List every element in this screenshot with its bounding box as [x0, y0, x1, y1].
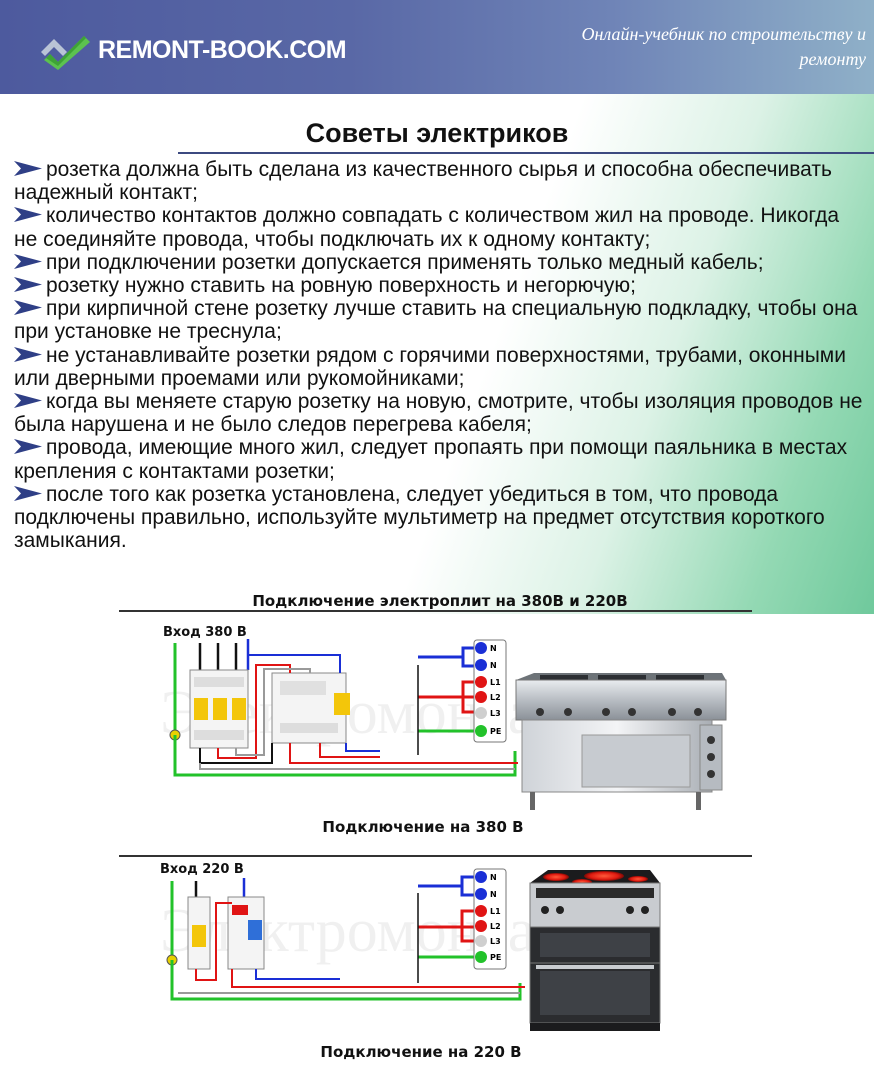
- breaker-1pole: [187, 896, 211, 970]
- tip-item: провода, имеющие много жил, следует проп…: [14, 436, 866, 483]
- terminal-220-l3: L3: [490, 937, 501, 946]
- terminal-380-pe: PE: [490, 727, 501, 736]
- tip-text: розетка должна быть сделана из качествен…: [14, 158, 832, 205]
- tip-item: при кирпичной стене розетку лучше ставит…: [14, 297, 866, 343]
- tips-list: розетка должна быть сделана из качествен…: [14, 158, 866, 552]
- arrow-bullet-icon: [14, 206, 42, 223]
- tip-item: после того как розетка установлена, след…: [14, 483, 866, 553]
- tip-item: розетка должна быть сделана из качествен…: [14, 158, 866, 204]
- electric-cooker-220: [529, 870, 661, 1031]
- terminal-380-n2: N: [490, 661, 497, 670]
- site-logo[interactable]: REMONT-BOOK.COM: [38, 30, 347, 70]
- arrow-bullet-icon: [14, 299, 42, 316]
- arrow-bullet-icon: [14, 438, 42, 455]
- section-220v: Вход 220 В N N L1: [160, 862, 661, 1061]
- terminal-block-380: N N L1 L2 L3 PE: [417, 639, 507, 755]
- terminal-380-l3: L3: [490, 709, 501, 718]
- breaker-3pole: [189, 669, 249, 749]
- tip-text: при кирпичной стене розетку лучше ставит…: [14, 297, 858, 344]
- tip-text: после того как розетка установлена, след…: [14, 482, 825, 553]
- tip-text: при подключении розетки допускается прим…: [46, 250, 764, 274]
- arrow-bullet-icon: [14, 392, 42, 409]
- terminal-380-l1: L1: [490, 678, 501, 687]
- site-tagline: Онлайн-учебник по строительству и ремонт…: [486, 22, 866, 72]
- diagram-title: Подключение электроплит на 380В и 220В: [252, 592, 627, 610]
- header-banner: [0, 0, 874, 94]
- wiring-diagram: Подключение электроплит на 380В и 220В Э…: [119, 592, 752, 1061]
- tip-text: провода, имеющие много жил, следует проп…: [14, 436, 848, 483]
- tip-text: количество контактов должно совпадать с …: [14, 204, 840, 251]
- tip-text: не устанавливайте розетки рядом с горячи…: [14, 343, 846, 390]
- tip-item: розетку нужно ставить на ровную поверхно…: [14, 274, 866, 297]
- page-title: Советы электриков: [305, 118, 569, 148]
- rcd-2pole: [227, 896, 265, 970]
- arrow-bullet-icon: [14, 485, 42, 502]
- arrow-bullet-icon: [14, 276, 42, 293]
- terminal-block-220: N N L1 L2 L3 PE: [417, 868, 507, 983]
- arrow-bullet-icon: [14, 346, 42, 363]
- tagline-line-1: Онлайн-учебник по строительству и: [581, 24, 866, 44]
- logo-check-icon: [41, 36, 90, 70]
- tip-item: при подключении розетки допускается прим…: [14, 251, 866, 274]
- section-380v: Вход 380 В: [163, 625, 727, 836]
- caption-380: Подключение на 380 В: [322, 818, 523, 836]
- tip-text: розетку нужно ставить на ровную поверхно…: [46, 274, 636, 298]
- tip-item: количество контактов должно совпадать с …: [14, 204, 866, 251]
- arrow-bullet-icon: [14, 253, 42, 270]
- terminal-380-n1: N: [490, 644, 497, 653]
- tip-text: когда вы меняете старую розетку на новую…: [14, 390, 863, 437]
- tip-item: не устанавливайте розетки рядом с горячи…: [14, 344, 866, 390]
- terminal-220-pe: PE: [490, 953, 501, 962]
- tagline-line-2: ремонту: [799, 49, 867, 69]
- background-gradient: [0, 94, 874, 614]
- terminal-220-n2: N: [490, 890, 497, 899]
- terminal-220-n1: N: [490, 873, 497, 882]
- logo-text: REMONT-BOOK.COM: [98, 35, 347, 64]
- arrow-bullet-icon: [14, 160, 42, 177]
- electric-range-380: [515, 673, 727, 810]
- input-380-label: Вход 380 В: [163, 625, 247, 640]
- terminal-220-l1: L1: [490, 907, 501, 916]
- caption-220: Подключение на 220 В: [320, 1043, 521, 1061]
- rcd-4pole: [271, 672, 350, 744]
- input-220-label: Вход 220 В: [160, 862, 244, 877]
- title-underline: [178, 152, 874, 154]
- terminal-220-l2: L2: [490, 922, 501, 931]
- tip-item: когда вы меняете старую розетку на новую…: [14, 390, 866, 436]
- terminal-380-l2: L2: [490, 693, 501, 702]
